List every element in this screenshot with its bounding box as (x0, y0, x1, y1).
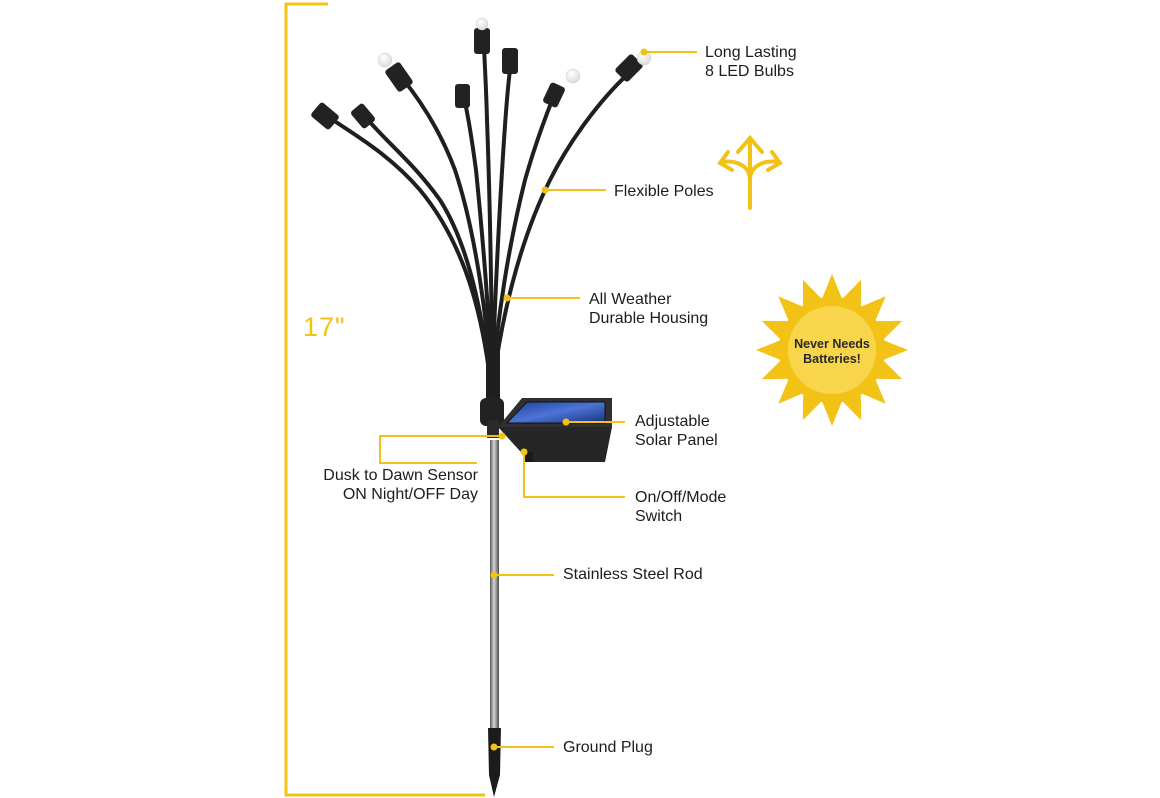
callout-bulbs-line-1: Long Lasting (705, 44, 797, 61)
callout-sensor: Dusk to Dawn Sensor ON Night/OFF Day (298, 466, 478, 504)
callout-sensor-line-1: Dusk to Dawn Sensor (323, 467, 478, 484)
badge-text: Never Needs Batteries! (782, 337, 882, 367)
callout-solar-panel: Adjustable Solar Panel (635, 412, 718, 450)
callout-poles-line-1: Flexible Poles (614, 183, 714, 200)
callout-sensor-line-2: ON Night/OFF Day (342, 486, 478, 503)
ground-plug (488, 728, 501, 797)
callout-switch-line-2: Switch (635, 508, 683, 525)
badge-line-1: Never Needs (794, 337, 870, 351)
callout-rod: Stainless Steel Rod (563, 565, 703, 584)
sun-inner-disc (788, 306, 876, 394)
stainless-steel-rod (490, 440, 499, 730)
sun-icon (756, 274, 908, 426)
callout-dots (490, 48, 648, 751)
led-bulbs (311, 17, 652, 130)
callout-switch-line-1: On/Off/Mode (635, 489, 727, 506)
height-bracket (284, 2, 485, 797)
callout-housing-line-1: All Weather (589, 291, 672, 308)
flex-arrows-icon (717, 134, 783, 210)
badge-line-2: Batteries! (803, 352, 861, 366)
callout-lines (379, 51, 697, 748)
flexible-poles (328, 40, 630, 397)
height-label: 17" (303, 312, 346, 342)
callout-rod-line-1: Stainless Steel Rod (563, 566, 703, 583)
callout-solar-panel-line-1: Adjustable (635, 413, 710, 430)
callout-bulbs-line-2: 8 LED Bulbs (705, 63, 794, 80)
callout-bulbs: Long Lasting 8 LED Bulbs (705, 43, 797, 81)
callout-solar-panel-line-2: Solar Panel (635, 432, 718, 449)
housing (480, 330, 504, 438)
callout-poles: Flexible Poles (614, 182, 714, 201)
callout-housing-line-2: Durable Housing (589, 310, 709, 327)
callout-plug-line-1: Ground Plug (563, 739, 653, 756)
callout-housing: All Weather Durable Housing (589, 290, 708, 328)
callout-plug: Ground Plug (563, 738, 653, 757)
callout-switch: On/Off/Mode Switch (635, 488, 726, 526)
solar-panel (498, 398, 612, 462)
